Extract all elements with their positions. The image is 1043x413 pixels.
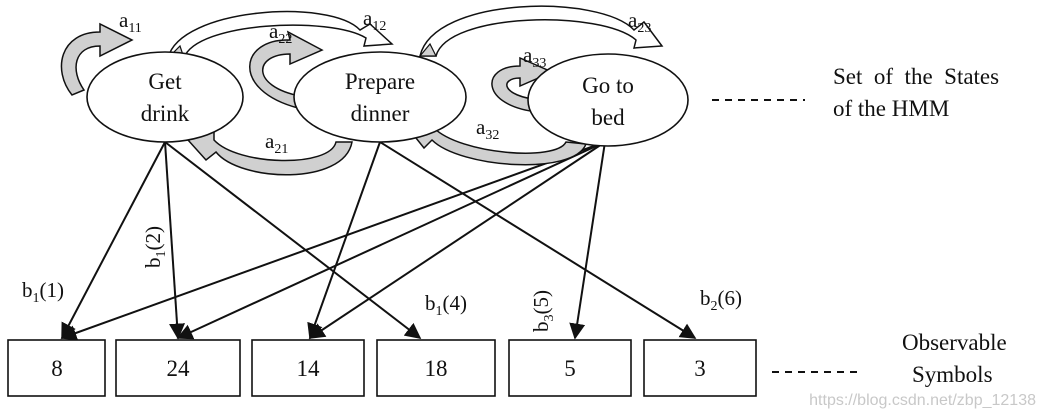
- symbol-box: [643, 339, 757, 397]
- label-b1-1: b1(1): [22, 278, 64, 306]
- state-go-to-bed: [527, 53, 689, 147]
- symbol-value: 8: [51, 356, 63, 381]
- state-label-line2: bed: [591, 105, 625, 130]
- arrow-a22: [249, 30, 324, 109]
- states-caption-line2: of the HMM: [833, 96, 949, 121]
- states-caption-line1: Set of the States: [833, 64, 999, 89]
- arrow-a12: [167, 10, 394, 59]
- state-label-line1: Prepare: [345, 69, 415, 94]
- state-get-drink: [86, 51, 244, 143]
- symbol-value: 3: [694, 356, 706, 381]
- label-b1-4: b1(4): [425, 291, 467, 319]
- transition-labels: a11 a12 a22 a23 a33 a21 a32: [119, 6, 651, 157]
- symbol-box: [7, 339, 106, 397]
- label-b3-5: b3(5): [529, 290, 557, 332]
- arrow-a33: [491, 56, 554, 113]
- label-a12: a12: [363, 6, 386, 34]
- label-a32: a32: [476, 115, 499, 143]
- label-a21: a21: [265, 129, 288, 157]
- label-a11: a11: [119, 8, 142, 36]
- arrow-a11: [60, 22, 134, 96]
- symbol-boxes: 8 24 14 18 5 3: [7, 339, 757, 397]
- label-a33: a33: [523, 43, 546, 71]
- arrow-a23: [419, 5, 664, 57]
- state-nodes: Get drink Prepare dinner Go to bed: [86, 51, 689, 147]
- emission-labels: b1(1) b1(2) b1(4) b3(5) b2(6): [22, 226, 742, 332]
- state-label-line2: dinner: [351, 101, 410, 126]
- side-annotations: Set of the States of the HMM Observable …: [712, 64, 1007, 387]
- label-b2-6: b2(6): [700, 286, 742, 314]
- edge-s2-3: [379, 141, 697, 339]
- edge-s2-14: [307, 141, 381, 340]
- edge-s3-14: [308, 141, 606, 339]
- state-label-line1: Go to: [582, 73, 634, 98]
- watermark-text: https://blog.csdn.net/zbp_12138: [809, 392, 1036, 409]
- label-a22: a22: [269, 19, 292, 47]
- symbol-box: [251, 339, 365, 397]
- edge-s3-8: [60, 141, 606, 341]
- label-a23: a23: [628, 8, 651, 36]
- symbol-value: 14: [297, 356, 321, 381]
- symbol-box: [115, 339, 241, 397]
- edge-s1-24: [164, 141, 186, 340]
- state-label-line2: drink: [141, 101, 190, 126]
- edge-s3-24: [176, 141, 606, 340]
- state-label-line1: Get: [148, 69, 182, 94]
- symbol-box: [508, 339, 632, 397]
- edge-s3-5: [569, 141, 606, 340]
- edge-s1-18: [164, 141, 422, 339]
- symbol-value: 5: [564, 356, 576, 381]
- symbol-value: 24: [167, 356, 191, 381]
- emission-edges: [60, 141, 697, 341]
- label-b1-2: b1(2): [141, 226, 169, 268]
- symbols-caption-line2: Symbols: [912, 362, 993, 387]
- symbol-value: 18: [425, 356, 448, 381]
- symbol-box: [376, 339, 496, 397]
- edge-s1-8: [61, 141, 166, 340]
- symbols-caption-line1: Observable: [902, 330, 1007, 355]
- state-prepare-dinner: [293, 51, 467, 143]
